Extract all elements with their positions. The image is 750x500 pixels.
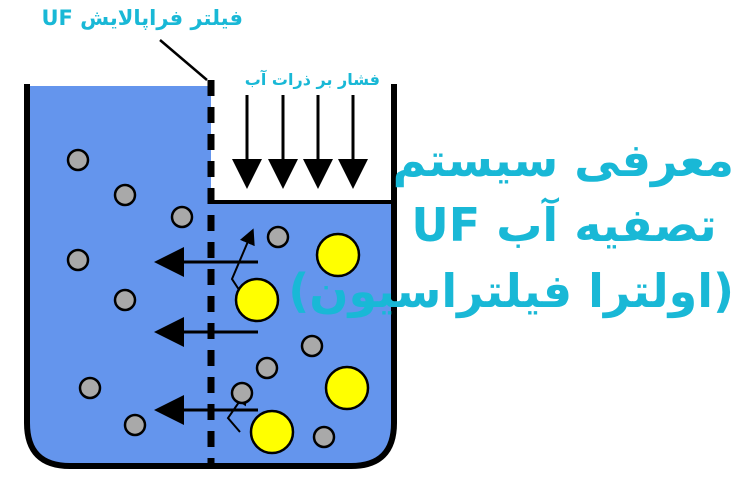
small-particle — [300, 334, 324, 358]
small-particle — [66, 248, 90, 272]
small-particle — [123, 413, 147, 437]
small-particle — [66, 148, 90, 172]
small-particle — [113, 183, 137, 207]
large-particle — [324, 365, 370, 411]
water-right-chamber — [211, 202, 394, 466]
large-particle — [315, 232, 361, 278]
small-particle — [113, 288, 137, 312]
large-particle — [234, 277, 280, 323]
filter-label: فیلتر فراپالایش UF — [41, 6, 243, 30]
small-particle — [170, 205, 194, 229]
large-particles — [234, 232, 370, 455]
small-particle — [78, 376, 102, 400]
large-particle — [249, 409, 295, 455]
small-particles — [66, 148, 336, 449]
flow-arrows — [154, 247, 258, 425]
title-line-1: معرفی سیستم — [392, 133, 734, 187]
title-line-3: (اولترا فیلتراسیون) — [288, 263, 734, 318]
title-line-2: تصفیه آب UF — [411, 198, 717, 253]
small-particle — [230, 381, 254, 405]
small-particle — [266, 225, 290, 249]
filter-leader-line — [159, 39, 208, 81]
water-left-chamber — [27, 86, 211, 466]
title-block: معرفی سیستم تصفیه آب UF (اولترا فیلتراسی… — [288, 128, 734, 324]
pressure-label: فشار بر ذرات آب — [244, 70, 380, 89]
pressure-arrows — [232, 95, 368, 189]
small-particle — [312, 425, 336, 449]
small-particle — [255, 356, 279, 380]
